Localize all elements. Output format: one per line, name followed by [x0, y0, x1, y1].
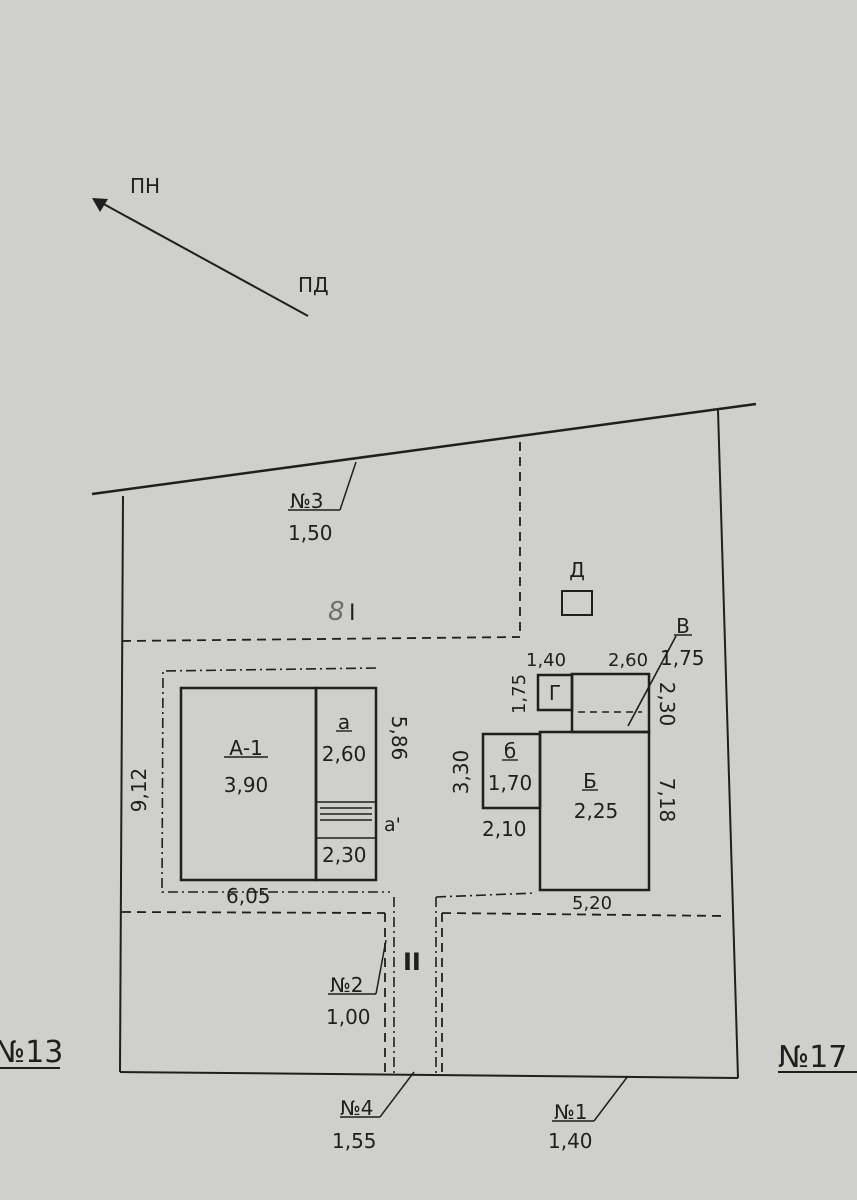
building-g-label: Г — [549, 681, 561, 705]
building-b-small-value: 1,70 — [488, 771, 533, 795]
dim-house-zone-height: 9,12 — [127, 768, 151, 813]
dim-v-width: 2,60 — [608, 650, 648, 671]
plot-1-number: №1 — [554, 1100, 588, 1124]
building-b-big-label: Б — [583, 769, 597, 793]
neighbor-left: №13 — [0, 1035, 63, 1070]
plot-3-number: №3 — [290, 489, 324, 513]
dim-house-zone-width: 6,05 — [226, 884, 271, 908]
dim-b-small-width: 2,10 — [482, 817, 527, 841]
house-zone-outline — [161, 667, 390, 893]
dim-g-width: 1,40 — [526, 650, 566, 671]
label-underlines — [224, 634, 692, 791]
dim-b-big-width: 5,20 — [572, 893, 612, 914]
north-arrow-icon — [92, 198, 309, 317]
dim-b-big-height: 7,18 — [655, 778, 679, 823]
extension-a-label: а — [338, 710, 350, 734]
extension-a-prime — [315, 801, 377, 839]
plot-2-number: №2 — [330, 973, 364, 997]
north-label: ПН — [130, 174, 160, 198]
plot-1-value: 1,40 — [548, 1129, 593, 1153]
building-d — [561, 590, 593, 616]
zone-1-handwritten: 8 — [328, 597, 345, 627]
plot-boundary — [91, 402, 757, 1079]
building-b-small-label: б — [504, 739, 516, 763]
extension-a — [314, 686, 378, 882]
extension-a-value: 2,60 — [322, 742, 367, 766]
extension-a-prime-label: а' — [384, 814, 401, 836]
building-a1-label: А-1 — [229, 736, 263, 760]
passage-lines — [393, 892, 537, 1074]
dim-v-height: 2,30 — [655, 682, 679, 727]
dim-a-prime-width: 2,30 — [322, 843, 367, 867]
leader-lines — [288, 461, 629, 1122]
plot-2-value: 1,00 — [326, 1005, 371, 1029]
plot-3-value: 1,50 — [288, 521, 333, 545]
dim-g-height: 1,75 — [509, 674, 530, 714]
zone-2-label: II — [403, 948, 421, 976]
dim-a-height: 5,86 — [387, 716, 411, 761]
dim-b-small-height: 3,30 — [449, 750, 473, 795]
south-label: ПД — [298, 273, 329, 297]
neighbor-right: №17 — [778, 1040, 847, 1075]
building-d-label: Д — [569, 558, 585, 582]
plot-4-value: 1,55 — [332, 1129, 377, 1153]
building-g — [536, 673, 574, 712]
building-v-value: 1,75 — [660, 646, 705, 670]
building-b-big-value: 2,25 — [574, 799, 619, 823]
plot-4-number: №4 — [340, 1096, 374, 1120]
zone-lines — [121, 442, 728, 1074]
zone-1-label: I — [349, 601, 356, 626]
building-a1-value: 3,90 — [224, 773, 269, 797]
building-v-label: В — [676, 614, 690, 638]
